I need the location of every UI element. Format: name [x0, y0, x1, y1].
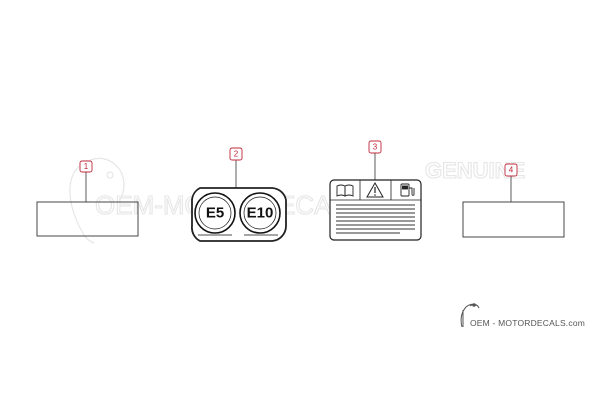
part-2-label[interactable]: 2 E5 E10	[191, 147, 287, 242]
callout-1-box[interactable]	[79, 160, 93, 173]
part-4-label[interactable]: 4	[462, 163, 565, 238]
part-1-label[interactable]: 1	[36, 160, 139, 237]
e10-inner-ring	[243, 196, 277, 230]
e10-circle	[239, 192, 281, 234]
callout-4-box[interactable]	[504, 163, 518, 177]
warning-triangle-icon	[366, 181, 384, 198]
footer-logo-icon	[460, 303, 480, 328]
book-icon	[336, 184, 354, 197]
fuel-pump-icon	[400, 183, 415, 197]
callout-3-number: 3	[373, 143, 378, 152]
callout-2-number: 2	[234, 150, 239, 159]
e10-text: E10	[247, 205, 274, 222]
part-3-label[interactable]: 3	[329, 140, 422, 241]
callout-2-box[interactable]	[229, 147, 243, 161]
callout-1-number: 1	[84, 162, 89, 171]
e5-inner-ring	[198, 196, 232, 230]
e5-text: E5	[206, 205, 224, 222]
footer-brand-text: OEM - MOTORDECALS.com	[470, 318, 586, 328]
warning-text-lines	[336, 204, 415, 234]
watermark-logo-icon	[69, 157, 125, 244]
callout-4-number: 4	[509, 166, 514, 175]
e5-circle	[194, 192, 236, 234]
part-4-outline	[462, 201, 565, 238]
callout-3-box[interactable]	[368, 140, 382, 154]
part-1-outline	[36, 201, 139, 237]
